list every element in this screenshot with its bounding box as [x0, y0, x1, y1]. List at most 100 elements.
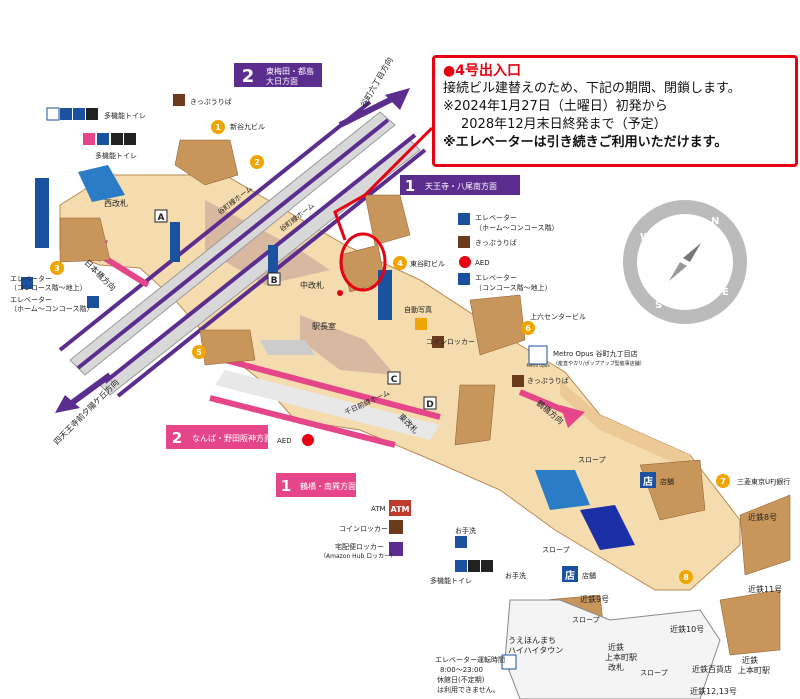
slope-label: スロープ	[640, 669, 668, 677]
platform-direction: なんば・野田阪神方面	[192, 433, 272, 443]
toilet-label: 多機能トイレ	[104, 111, 146, 120]
notice-title: ●4号出入口	[443, 63, 521, 79]
kintetsu-exit-8: 近鉄8号	[748, 512, 777, 522]
marker-b: B	[271, 276, 278, 286]
platform-number: 1	[405, 177, 415, 195]
exit-number-7: 7	[720, 477, 726, 486]
kintetsu-station-label: 近鉄	[742, 655, 758, 665]
compass-s: S	[655, 300, 662, 311]
platform-direction: 鶴橋・南巽方面	[300, 481, 356, 491]
handwash-label: お手洗	[505, 571, 526, 580]
kintetsu-station-label: 上本町駅	[738, 665, 770, 675]
elevator-label: エレベーター	[475, 213, 517, 222]
sennichimae-platform	[209, 357, 441, 448]
platform-number: 2	[242, 66, 255, 87]
direction-label: 四天王寺前夕陽ケ丘方向	[51, 377, 120, 446]
slope-label: スロープ	[578, 456, 606, 464]
locker-label: コインロッカー	[339, 525, 388, 533]
exit-label-7: 三菱東京UFJ銀行	[737, 477, 790, 486]
notice-line: 接続ビル建替えのため、下記の期間、閉鎖します。	[443, 81, 741, 96]
notice-line: ※エレベーターは引き続きご利用いただけます。	[443, 135, 728, 150]
kintetsu-exit-12: 近鉄12,13号	[690, 686, 737, 696]
compass: N E S W	[623, 200, 747, 324]
shop-label: 店舗	[582, 571, 596, 580]
shop-label: 店舗	[660, 477, 674, 486]
hai-hai-town-label: うえほんまち	[508, 636, 556, 645]
handwash-label: お手洗	[455, 526, 476, 535]
shop-icon-text: 店	[565, 569, 575, 582]
elevator-hours-time: 8:00〜23:00	[440, 666, 483, 674]
metro-opus-label: Metro Opus 谷町九丁目店	[553, 349, 638, 358]
compass-e: E	[722, 287, 729, 298]
aed-label: AED	[475, 259, 490, 267]
platform-direction-sub: 大日方面	[266, 76, 298, 86]
aed-label: AED	[277, 437, 292, 445]
kintetsu-labels: 近鉄8号 近鉄9号 近鉄10号 近鉄11号 近鉄12,13号 うえほんまち ハイ…	[508, 512, 782, 696]
notice-line: ※2024年1月27日（土曜日）初発から	[443, 99, 668, 114]
exit-number-6: 6	[525, 324, 531, 333]
exit-number-2: 2	[254, 158, 260, 167]
elevator-label: （ホーム〜コンコース階）	[10, 304, 93, 313]
notice-connector-line	[333, 126, 434, 241]
kintetsu-dept-label: 近鉄百貨店	[692, 664, 732, 674]
elevator-label: エレベーター	[475, 273, 517, 282]
compass-w: W	[640, 232, 651, 243]
exit-label-4: 東谷町ビル	[410, 259, 445, 268]
hai-hai-town-label: ハイハイタウン	[508, 646, 563, 655]
exit-markers: 1 新谷九ビル 2 3 4 東谷町ビル 5 6 上六センタービル 7 三菱東京U…	[50, 120, 790, 584]
marker-a: A	[158, 213, 165, 223]
exit-4-marker	[337, 290, 343, 296]
platform-direction: 東梅田・都島	[266, 66, 314, 76]
compass-n: N	[711, 216, 719, 227]
platform-badge-sennichimae-2: 2 なんば・野田阪神方面	[166, 425, 272, 449]
exit-number-5: 5	[196, 348, 202, 357]
exit-number-3: 3	[54, 264, 60, 273]
platform-badge-tanimachi-2: 2 東梅田・都島 大日方面	[234, 63, 322, 87]
marker-d: D	[426, 400, 433, 410]
notice-line: 2028年12月末日終発まで（予定）	[461, 117, 667, 132]
gate-label: 中改札	[300, 280, 324, 290]
elevator-label: エレベーター	[10, 274, 52, 283]
elevator-label: （ホーム〜コンコース階）	[475, 223, 558, 232]
ticket-label: きっぷうりば	[190, 97, 232, 106]
locker-label: コインロッカー	[426, 338, 475, 346]
elevator-label: （コンコース階〜地上）	[10, 283, 87, 292]
platform-direction: 天王寺・八尾南方面	[425, 181, 497, 191]
kintetsu-area	[504, 599, 721, 699]
exit-number-4: 4	[397, 259, 403, 268]
toilet-label: 多機能トイレ	[430, 576, 472, 585]
letter-markers: A B C D	[154, 209, 437, 410]
photo-label: 自動写真	[404, 305, 432, 314]
elevator-label: エレベーター	[10, 295, 52, 304]
platform-number: 2	[172, 429, 182, 447]
platform-badge-tanimachi-1: 1 天王寺・八尾南方面	[400, 175, 520, 195]
exit-label-1: 新谷九ビル	[230, 122, 265, 131]
parcel-locker-label: 宅配便ロッカー	[335, 542, 384, 551]
parcel-locker-sublabel: （Amazon Hub ロッカー）	[320, 553, 396, 560]
metro-opus-icon-text: Metro Opus	[526, 363, 549, 368]
slope-label: スロープ	[542, 546, 570, 554]
marker-c: C	[391, 375, 398, 385]
aed-icon	[302, 434, 314, 446]
platform-number: 1	[281, 477, 291, 495]
kintetsu-gate-label: 近鉄	[608, 642, 624, 652]
facility-labels: 多機能トイレ 多機能トイレ きっぷうりば エレベーター （ホーム〜コンコース階）…	[10, 97, 674, 694]
station-office-label: 駅長室	[312, 321, 336, 331]
aed-icon	[459, 256, 471, 268]
atm-icon-text: ATM	[391, 505, 410, 514]
kintetsu-gate-label: 上本町駅	[605, 652, 637, 662]
elevator-label: （コンコース階〜地上）	[475, 283, 552, 292]
exit-number-1: 1	[215, 123, 221, 132]
slope-label: スロープ	[572, 616, 600, 624]
gate-label: 西改札	[104, 198, 128, 208]
ticket-label: きっぷうりば	[475, 238, 517, 247]
elevator-hours-label: エレベーター運転時間	[435, 655, 505, 664]
atm-label: ATM	[371, 505, 386, 513]
exit-4-closure-notice: ●4号出入口 接続ビル建替えのため、下記の期間、閉鎖します。 ※2024年1月2…	[432, 55, 798, 167]
exit-number-8: 8	[683, 573, 689, 582]
kintetsu-gate-label: 改札	[608, 662, 624, 672]
exit-label-6: 上六センタービル	[530, 312, 586, 321]
kintetsu-exit-9: 近鉄9号	[580, 594, 609, 604]
kintetsu-exit-11: 近鉄11号	[748, 584, 782, 594]
